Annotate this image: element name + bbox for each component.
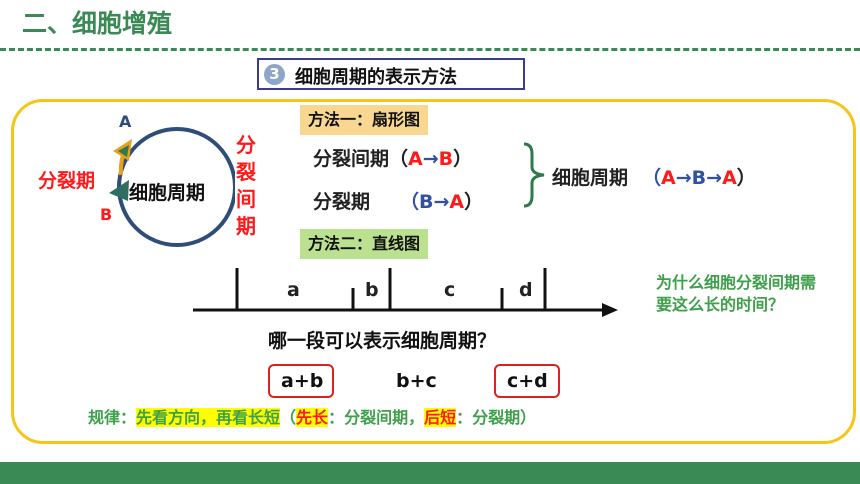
answer-highlight-box xyxy=(494,364,560,398)
method1-line1-to: B xyxy=(438,148,454,170)
method1-cycle-label: 细胞周期 xyxy=(552,167,629,189)
method1-line2-open: （B→ xyxy=(400,191,450,213)
method1-cycle-close: ） xyxy=(736,167,756,189)
section-title: 细胞周期的表示方法 xyxy=(295,67,457,88)
method1-cycle-mid: →B→ xyxy=(675,167,723,189)
answer-option: c+d xyxy=(507,370,548,392)
mitosis-side-label: 分裂期 xyxy=(38,170,96,192)
method1-cycle-line: 细胞周期（A→B→A） xyxy=(552,163,756,190)
method1-cycle-open: （ xyxy=(642,167,662,189)
answer-option: a+b xyxy=(281,370,324,392)
method1-line1-from: A xyxy=(408,148,423,170)
rule-long-desc: ：分裂间期， xyxy=(328,408,425,427)
rule-short: 后短 xyxy=(424,408,457,427)
rule-long: 先长 xyxy=(296,408,329,427)
method1-line2-close: ） xyxy=(464,191,484,213)
method1-line1: 分裂间期（A→B） xyxy=(313,144,472,171)
segment-b-label: b xyxy=(365,279,379,301)
rule-short-desc: ：分裂期） xyxy=(456,408,537,427)
page-title: 二、细胞增殖 xyxy=(22,9,173,38)
segment-c-label: c xyxy=(444,279,456,301)
content-frame xyxy=(11,99,856,444)
side-question: 为什么细胞分裂间期需要这么长的时间？ xyxy=(656,273,817,314)
method1-label: 方法一：扇形图 xyxy=(300,105,429,135)
method1-line2: 分裂期 （B→A） xyxy=(313,187,483,214)
method1-line2-to: A xyxy=(449,191,465,213)
timeline-arrow-icon xyxy=(602,303,618,317)
title-divider xyxy=(0,48,860,51)
segment-a-label: a xyxy=(287,279,300,301)
point-a-label: A xyxy=(119,112,132,131)
section-number-badge: 3 xyxy=(264,64,285,85)
method1-line1-close: ） xyxy=(453,148,473,170)
method1-line2-label: 分裂期 xyxy=(313,191,371,213)
point-b-label: B xyxy=(100,205,113,224)
brace-icon xyxy=(523,142,545,208)
interphase-vertical-label: 分裂间期 xyxy=(236,133,256,238)
footer-bar xyxy=(0,462,860,484)
point-b-arrow-icon xyxy=(109,180,129,201)
point-a-inner-icon xyxy=(118,145,129,157)
answer-option: b+c xyxy=(396,370,437,392)
method1-line1-arrow: → xyxy=(422,148,439,170)
method1-cycle-a2: A xyxy=(722,167,737,189)
segment-d-label: d xyxy=(519,279,533,301)
method2-label: 方法二：直线图 xyxy=(300,229,429,259)
section-header: 3 细胞周期的表示方法 xyxy=(257,58,525,90)
method1-cycle-a1: A xyxy=(661,167,676,189)
rule-part1: 先看方向，再看长短 xyxy=(136,408,281,427)
main-question: 哪一段可以表示细胞周期？ xyxy=(268,330,497,352)
rule-open: （ xyxy=(280,408,297,427)
method1-line1-label: 分裂间期（ xyxy=(313,148,409,170)
rule-line: 规律：先看方向，再看长短（先长：分裂间期，后短：分裂期） xyxy=(88,404,536,428)
cell-cycle-circle-diagram xyxy=(109,127,235,247)
circle-center-label: 细胞周期 xyxy=(129,182,206,204)
rule-prefix: 规律： xyxy=(88,408,137,427)
linear-timeline xyxy=(193,268,618,317)
answer-highlight-box xyxy=(268,364,334,398)
